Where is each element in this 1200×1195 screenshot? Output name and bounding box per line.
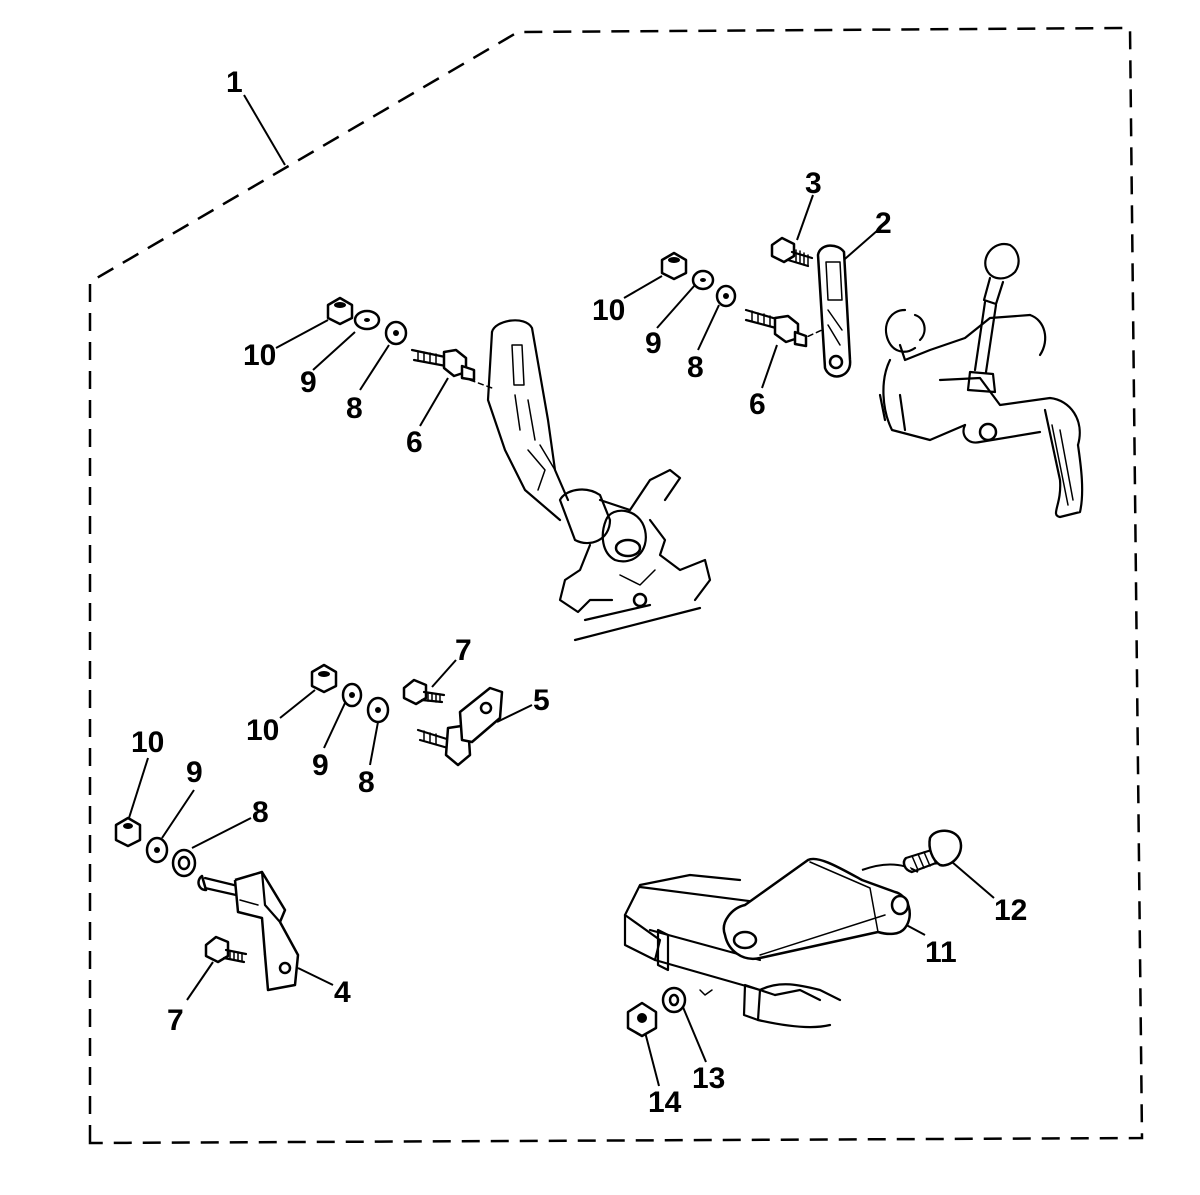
callout-3: 3	[805, 167, 822, 200]
nut-part-14	[626, 1001, 658, 1038]
washer-part-8-left	[384, 320, 408, 346]
engine-throttle-linkage	[878, 242, 1084, 519]
callout-8-right: 8	[687, 351, 704, 384]
callout-9-left: 9	[300, 366, 317, 399]
callout-10-left: 10	[243, 339, 276, 372]
control-arm-assembly	[486, 319, 712, 642]
callout-11: 11	[925, 936, 957, 969]
callout-10-middle: 10	[246, 714, 279, 747]
nut-part-10-lower	[114, 816, 142, 848]
bolt-part-3	[770, 236, 814, 268]
callout-10-lower: 10	[131, 726, 164, 759]
plate-part-11	[722, 857, 911, 961]
callout-9-lower: 9	[186, 756, 203, 789]
washer-part-8-right	[715, 284, 737, 308]
bolt-part-7-upper	[402, 678, 446, 706]
nut-part-10-left	[326, 296, 354, 326]
callout-10-right: 10	[592, 294, 625, 327]
callout-9-right: 9	[645, 327, 662, 360]
bracket-part-4	[197, 870, 300, 992]
callout-2: 2	[875, 207, 892, 240]
nut-part-10-middle	[310, 663, 338, 694]
callout-6-left: 6	[406, 426, 423, 459]
callout-5: 5	[533, 684, 550, 717]
callout-12: 12	[994, 894, 1027, 927]
washer-part-9-left	[353, 309, 381, 331]
callout-4: 4	[334, 976, 351, 1009]
callout-8-left: 8	[346, 392, 363, 425]
nut-part-10-right	[660, 251, 688, 281]
link-part-2	[816, 244, 852, 378]
callout-9-middle: 9	[312, 749, 329, 782]
callout-6-right: 6	[749, 388, 766, 421]
callout-1: 1	[226, 66, 243, 99]
washer-part-9-middle	[341, 682, 363, 708]
stud-part-6-right	[744, 308, 808, 348]
bracket-part-5	[416, 686, 504, 767]
washer-part-13	[661, 986, 687, 1014]
shift-rod-assembly	[623, 873, 842, 1029]
washer-part-8-middle	[366, 696, 390, 724]
washer-part-8-lower	[171, 848, 197, 878]
washer-part-9-right	[691, 269, 715, 291]
callout-14: 14	[648, 1086, 682, 1119]
washer-part-9-lower	[145, 836, 169, 864]
callout-8-lower: 8	[252, 796, 269, 829]
callout-7-lower: 7	[167, 1004, 184, 1037]
callout-7-upper: 7	[455, 634, 472, 667]
kit-boundary	[88, 26, 1144, 1145]
callout-8-middle: 8	[358, 766, 375, 799]
callout-13: 13	[692, 1062, 725, 1095]
callout-labels: 1 2 3 4 5 6 6 7 7 8 8 8 8 9 9 9 9 10 10 …	[131, 66, 1027, 1119]
bolt-part-12	[902, 829, 963, 874]
stud-part-6-left	[410, 348, 476, 382]
leader-lines	[128, 94, 995, 1087]
bolt-part-7-lower	[204, 935, 248, 964]
